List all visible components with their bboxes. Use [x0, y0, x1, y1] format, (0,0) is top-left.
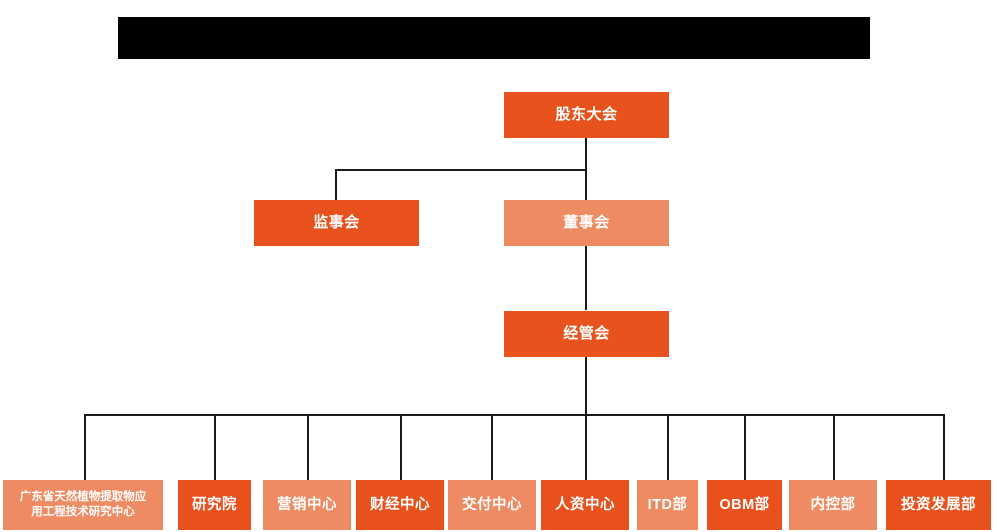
connector-drop-dept-6 — [585, 414, 587, 480]
node-dept-delivery[interactable]: 交付中心 — [448, 480, 536, 530]
node-shareholders-label: 股东大会 — [555, 106, 618, 124]
node-dept-research-center-label: 广东省天然植物提取物应 用工程技术研究中心 — [19, 491, 147, 518]
connector-supervisors-down — [335, 169, 337, 200]
node-dept-hr[interactable]: 人资中心 — [541, 480, 629, 530]
connector-directors-down — [585, 169, 587, 200]
node-dept-delivery-label: 交付中心 — [462, 496, 522, 513]
node-management-committee-label: 经管会 — [563, 325, 610, 343]
node-dept-hr-label: 人资中心 — [555, 496, 615, 513]
node-dept-institute-label: 研究院 — [192, 496, 237, 513]
connector-drop-dept-3 — [307, 414, 309, 480]
connector-drop-dept-10 — [943, 414, 945, 480]
node-dept-investment-label: 投资发展部 — [901, 496, 976, 513]
node-dept-marketing-label: 营销中心 — [277, 496, 337, 513]
node-directors-label: 董事会 — [563, 214, 610, 232]
node-dept-internal-control[interactable]: 内控部 — [789, 480, 877, 530]
node-dept-research-center[interactable]: 广东省天然植物提取物应 用工程技术研究中心 — [3, 480, 163, 530]
connector-drop-dept-2 — [214, 414, 216, 480]
connector-drop-dept-9 — [833, 414, 835, 480]
connector-drop-dept-8 — [744, 414, 746, 480]
connector-drop-dept-7 — [667, 414, 669, 480]
node-management-committee[interactable]: 经管会 — [504, 311, 669, 357]
node-dept-itd-label: ITD部 — [647, 496, 688, 513]
node-shareholders[interactable]: 股东大会 — [504, 92, 669, 138]
node-dept-obm[interactable]: OBM部 — [707, 480, 782, 530]
node-dept-itd[interactable]: ITD部 — [637, 480, 698, 530]
node-supervisors[interactable]: 监事会 — [254, 200, 419, 246]
connector-level2-bar — [335, 169, 587, 171]
connector-drop-dept-5 — [491, 414, 493, 480]
node-dept-finance-label: 财经中心 — [370, 496, 430, 513]
node-directors[interactable]: 董事会 — [504, 200, 669, 246]
node-dept-finance[interactable]: 财经中心 — [356, 480, 444, 530]
connector-department-bus — [84, 414, 944, 416]
node-dept-marketing[interactable]: 营销中心 — [263, 480, 351, 530]
node-dept-internal-control-label: 内控部 — [810, 496, 856, 513]
node-dept-investment[interactable]: 投资发展部 — [886, 480, 991, 530]
node-dept-obm-label: OBM部 — [719, 496, 770, 513]
connector-drop-dept-4 — [400, 414, 402, 480]
connector-drop-dept-1 — [84, 414, 86, 480]
redacted-title-banner — [118, 17, 870, 59]
connector-directors-to-management — [585, 240, 587, 310]
node-dept-institute[interactable]: 研究院 — [178, 480, 251, 530]
node-supervisors-label: 监事会 — [313, 214, 360, 232]
connector-shareholders-down — [585, 138, 587, 170]
connector-management-down — [585, 357, 587, 415]
